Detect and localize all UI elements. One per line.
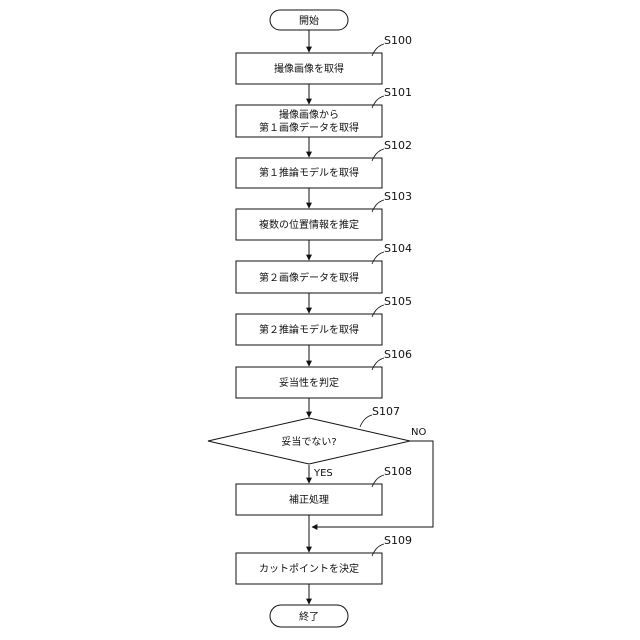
decision-text: 妥当でない?	[281, 435, 336, 448]
step-s105: 第２推論モデルを取得	[236, 314, 382, 345]
step-s108: 補正処理	[236, 484, 382, 515]
step-text: 第１推論モデルを取得	[259, 166, 359, 179]
no-label: NO	[411, 427, 426, 438]
step-id-s106: S106	[384, 348, 412, 361]
step-text: 複数の位置情報を推定	[259, 218, 359, 231]
step-id-s101: S101	[384, 86, 412, 99]
step-id-s108: S108	[384, 465, 412, 478]
step-id-s104: S104	[384, 242, 412, 255]
step-s101: 撮像画像から 第１画像データを取得	[236, 105, 382, 137]
end-label: 終了	[299, 610, 319, 623]
step-text: 第２画像データを取得	[259, 271, 359, 284]
step-s109: カットポイントを決定	[236, 553, 382, 584]
step-id-s103: S103	[384, 190, 412, 203]
step-id-s105: S105	[384, 295, 412, 308]
step-s104: 第２画像データを取得	[236, 261, 382, 293]
step-id-s100: S100	[384, 34, 412, 47]
step-text: 妥当性を判定	[279, 376, 339, 389]
step-text: 第２推論モデルを取得	[259, 323, 359, 336]
step-s100: 撮像画像を取得	[236, 53, 382, 84]
step-text: 撮像画像を取得	[274, 62, 344, 75]
decision-s107: 妥当でない?	[208, 418, 410, 464]
step-id-s109: S109	[384, 534, 412, 547]
step-text: 撮像画像から	[279, 108, 339, 121]
step-s106: 妥当性を判定	[236, 367, 382, 398]
step-id-s107: S107	[372, 405, 400, 418]
step-id-s102: S102	[384, 139, 412, 152]
step-text: カットポイントを決定	[259, 562, 359, 575]
start-terminal: 開始	[270, 10, 348, 30]
start-label: 開始	[299, 14, 319, 27]
step-s103: 複数の位置情報を推定	[236, 209, 382, 240]
step-s102: 第１推論モデルを取得	[236, 158, 382, 188]
step-text: 第１画像データを取得	[259, 121, 359, 134]
yes-label: YES	[313, 468, 333, 479]
step-text: 補正処理	[289, 493, 329, 506]
end-terminal: 終了	[270, 605, 348, 627]
